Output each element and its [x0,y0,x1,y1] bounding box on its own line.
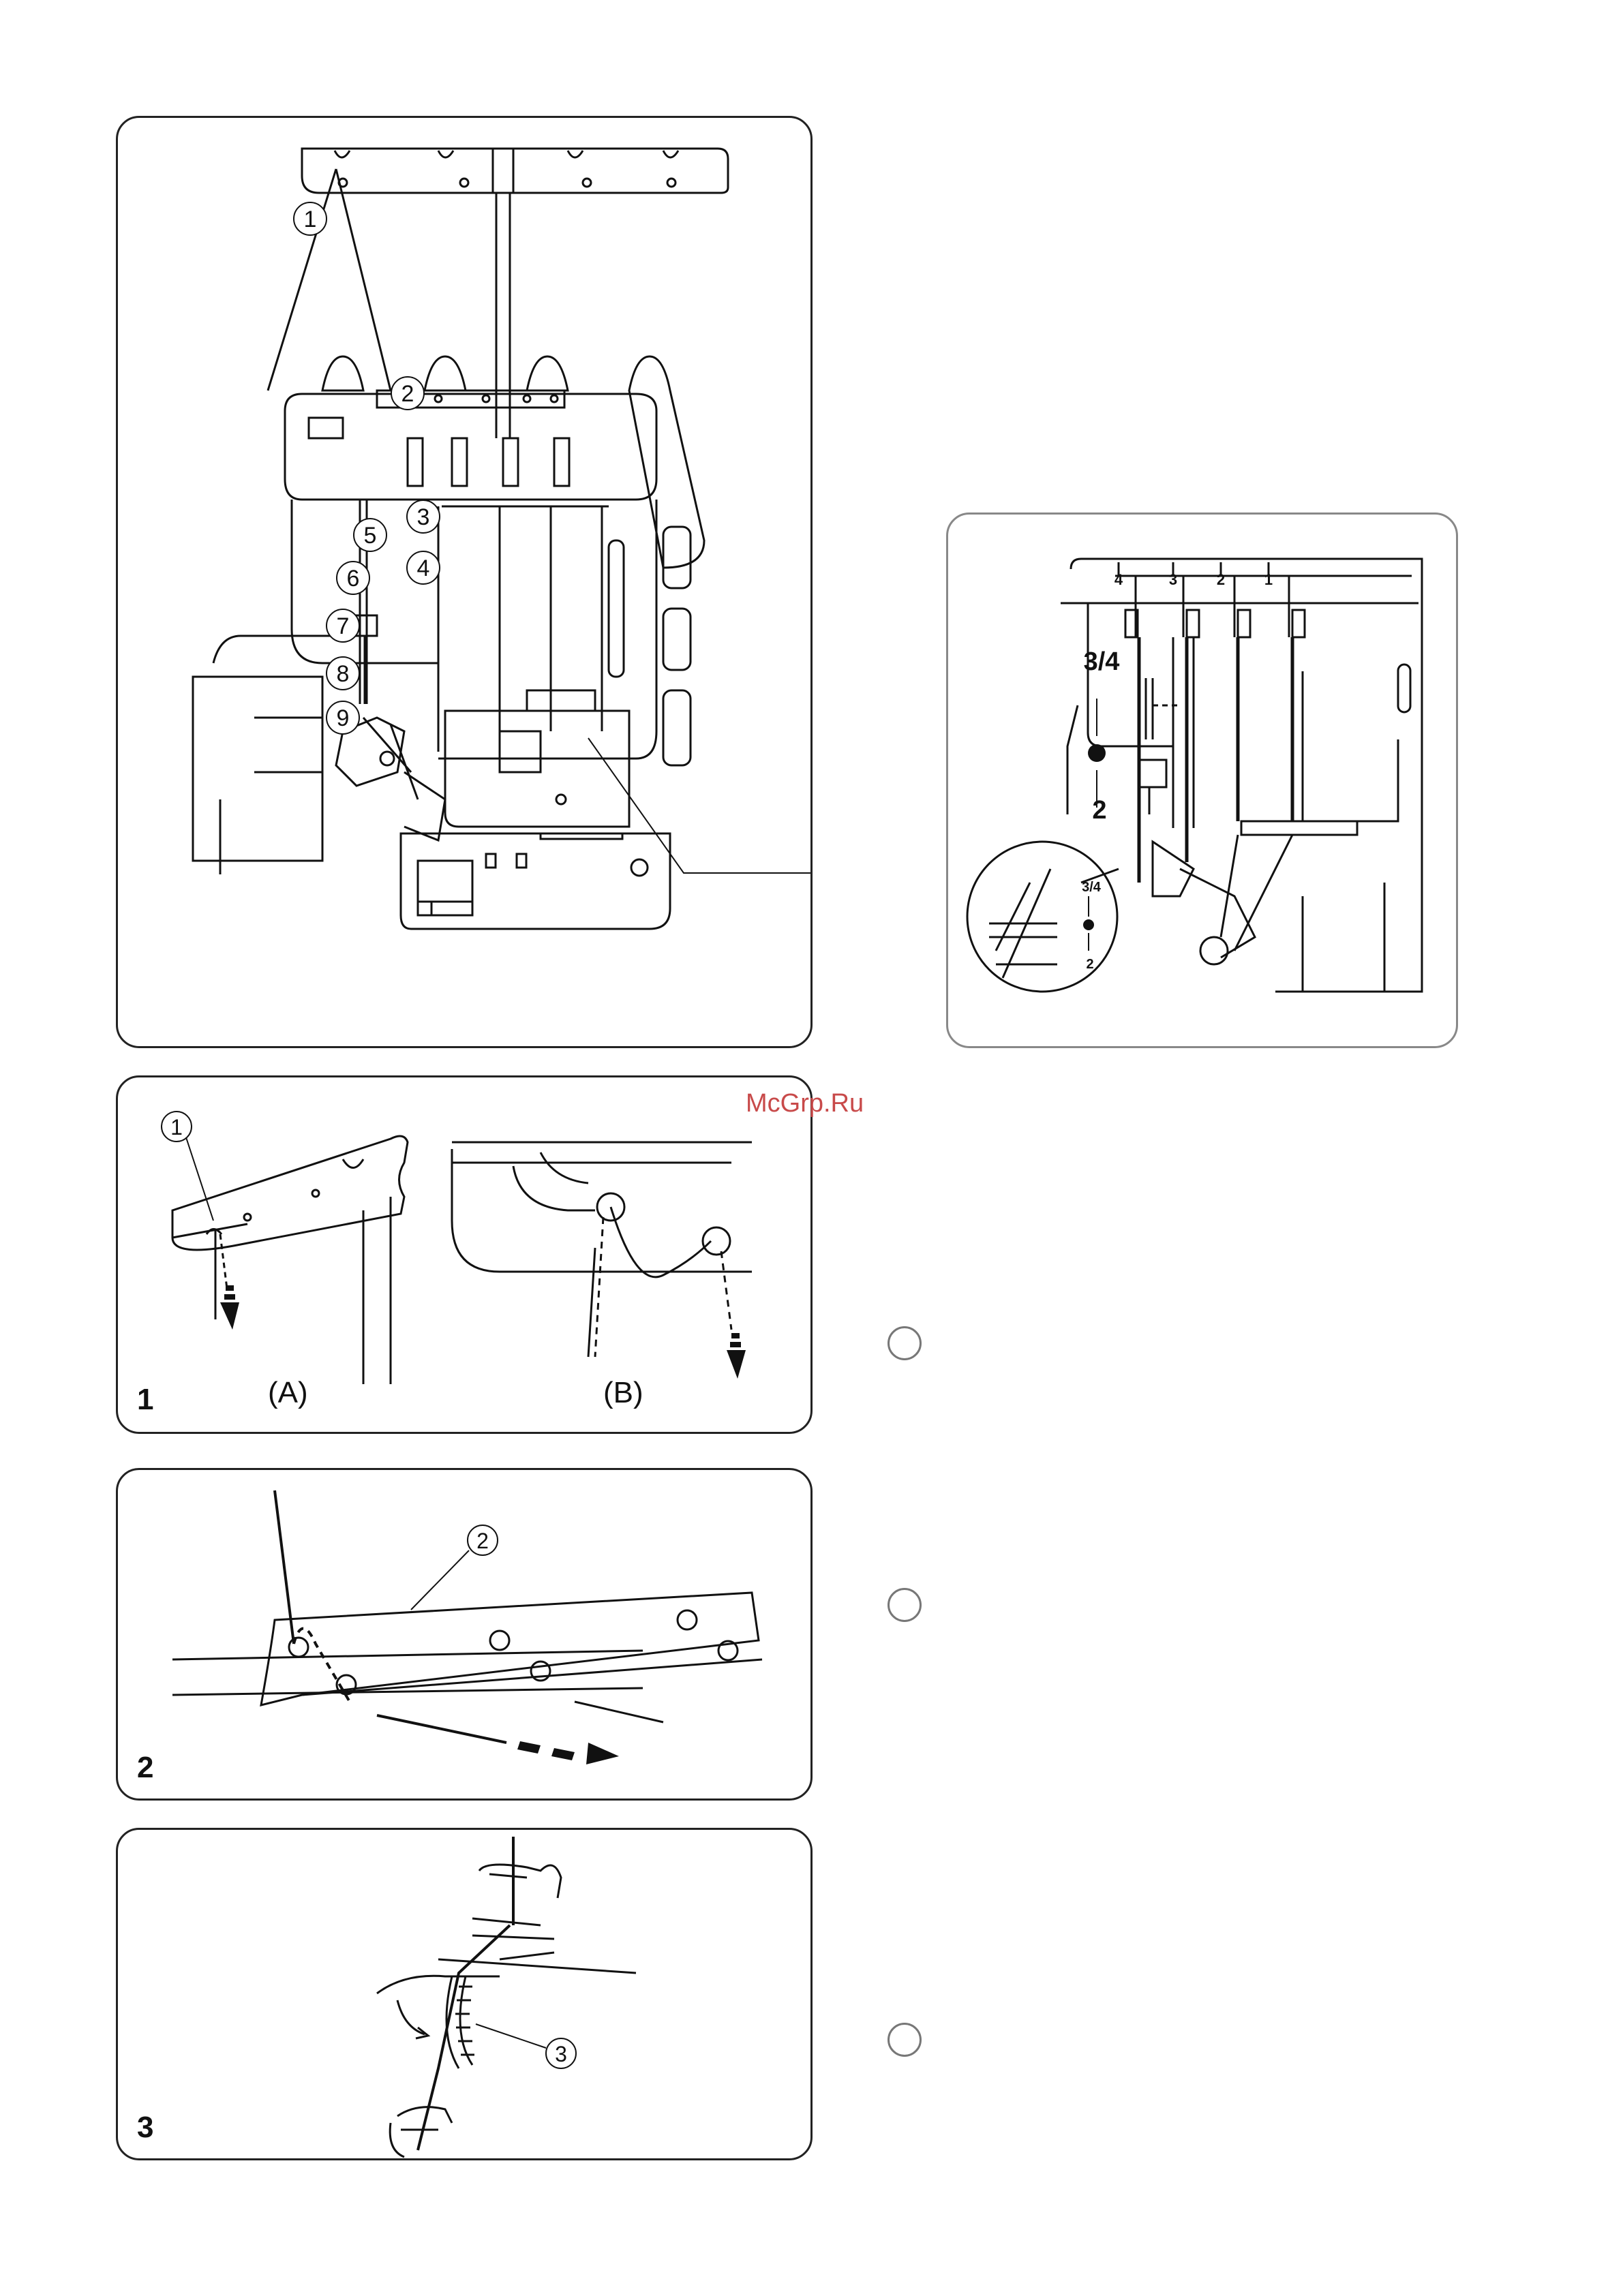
callout-4: 4 [417,555,430,581]
needle-label-2: 2 [1217,571,1225,588]
step-3-number: 3 [137,2111,153,2145]
watermark-text: McGrp.Ru [746,1089,864,1118]
step-2-callout: 2 [476,1529,489,1553]
route-lower-label: 2 [1092,796,1106,825]
needle-label-1: 1 [1264,571,1273,588]
side-marker-2 [888,1588,922,1622]
needle-label-4: 4 [1114,571,1123,588]
step-3-illustration: 3 [118,1830,810,2158]
main-machine-panel: 1 2 3 4 5 6 7 8 9 [116,116,813,1048]
step-1-label-b: (B) [603,1376,643,1410]
step-1-label-a: (A) [268,1376,308,1410]
detail-upper-label: 3/4 [1082,880,1102,895]
callout-8: 8 [337,661,350,687]
callout-5: 5 [364,523,377,549]
threading-inset-panel: 4 3 2 1 3/4 2 3/4 2 [946,512,1458,1048]
side-marker-3 [888,2023,922,2057]
callout-7: 7 [337,613,350,639]
detail-lower-label: 2 [1086,957,1093,972]
side-marker-1 [888,1326,922,1360]
callout-9: 9 [337,705,350,731]
step-1-panel: 1 1 (A) (B) [116,1075,813,1434]
callout-3: 3 [417,504,430,530]
callout-6: 6 [347,566,360,592]
step-1-number: 1 [137,1383,153,1417]
step-2-panel: 2 2 [116,1468,813,1801]
machine-illustration: 1 2 3 4 5 6 7 8 9 [118,118,810,1046]
step-2-illustration: 2 [118,1470,810,1798]
step-3-callout: 3 [555,2042,567,2066]
needle-label-3: 3 [1169,571,1177,588]
callout-1: 1 [304,206,317,232]
callout-2: 2 [401,381,414,407]
step-2-number: 2 [137,1751,153,1785]
inset-illustration: 4 3 2 1 3/4 2 3/4 2 [948,515,1456,1046]
route-upper-label: 3/4 [1084,647,1120,676]
step-1-illustration: 1 [118,1077,810,1432]
step-3-panel: 3 3 [116,1828,813,2160]
step-1-callout: 1 [170,1115,183,1139]
